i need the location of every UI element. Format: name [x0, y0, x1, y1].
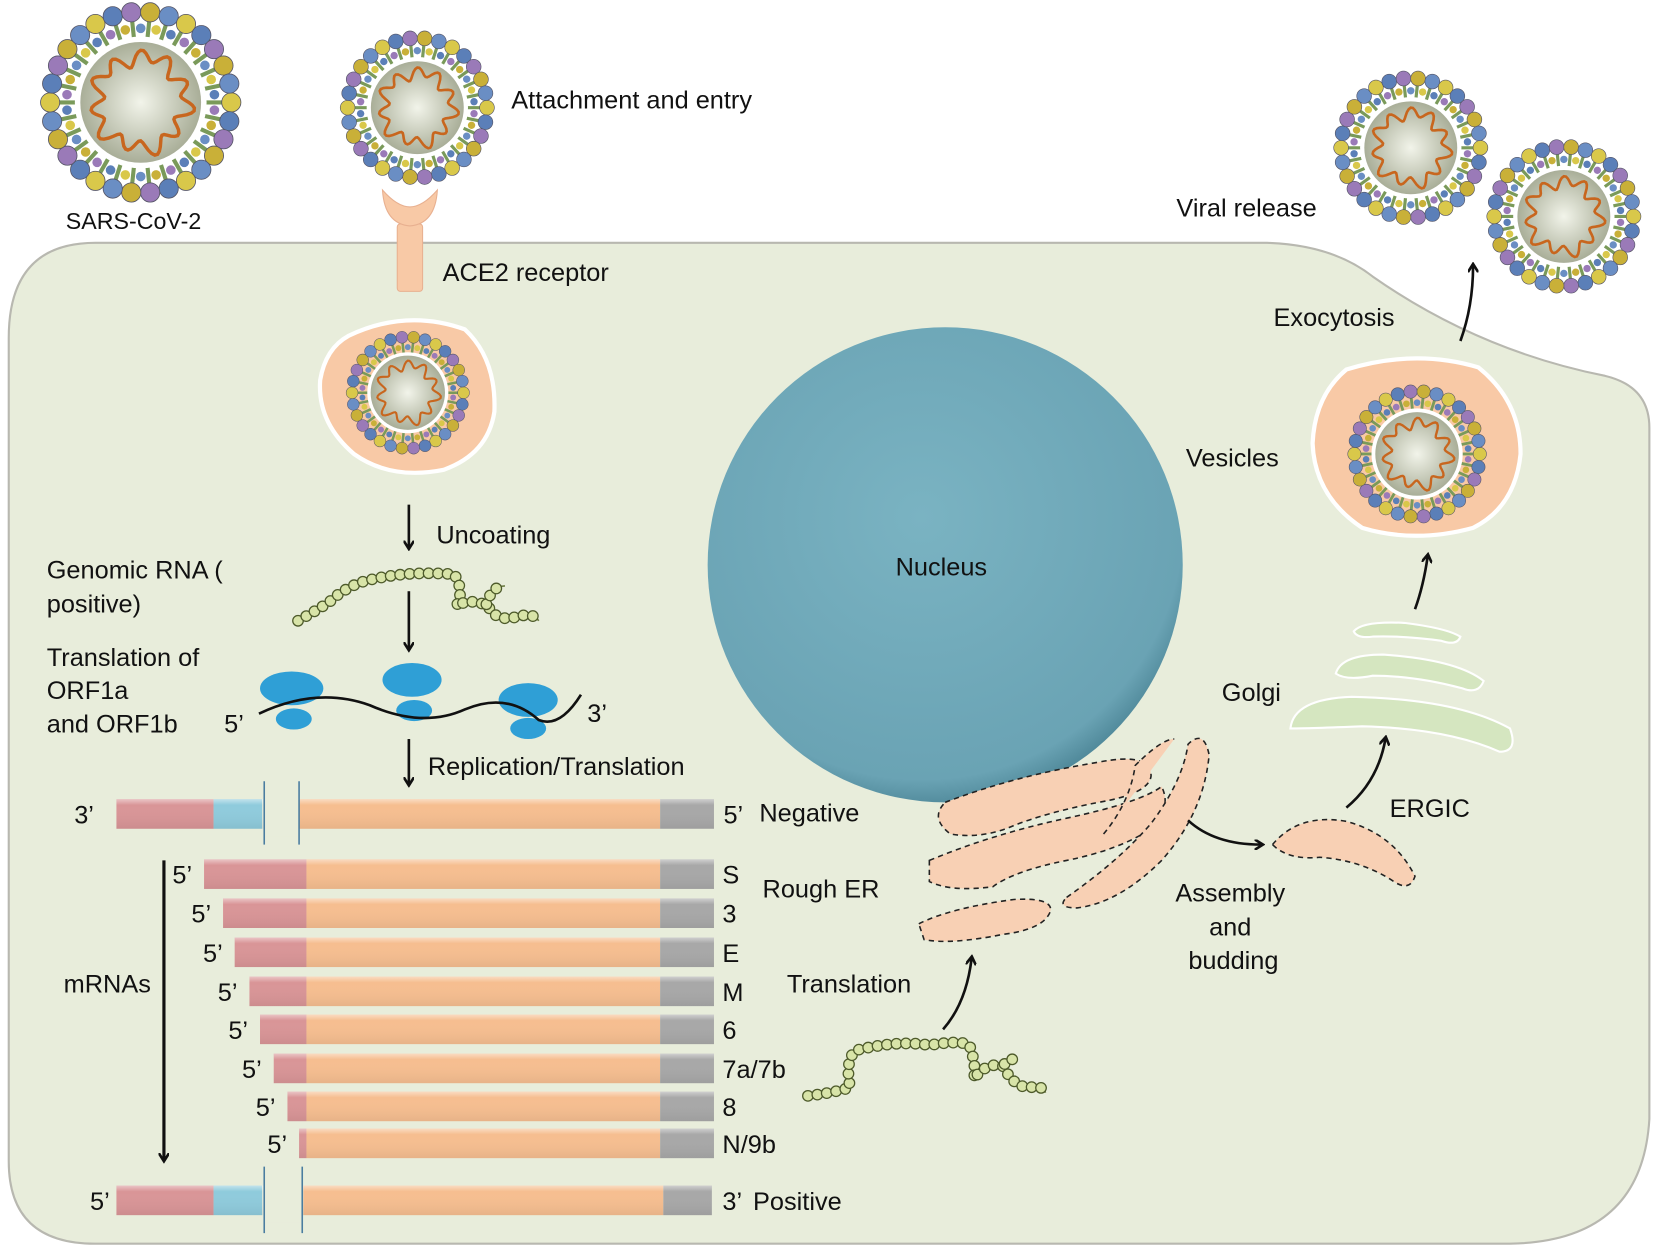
mrna-row: 5’ 8 [256, 1091, 737, 1122]
packaged-virion [1346, 383, 1488, 525]
mrna-5prime: 5’ [191, 901, 211, 929]
mrna-5prime: 5’ [172, 862, 192, 890]
translated-rna [802, 1036, 1047, 1102]
ergic [1271, 818, 1416, 887]
nucleus-label: Nucleus [896, 553, 988, 581]
genomic-rna [292, 567, 540, 627]
positive-label: Positive [753, 1188, 842, 1216]
mrna-5prime: 5’ [267, 1131, 287, 1159]
translation-to-er-arrow [942, 959, 972, 1031]
negative-5prime: 5’ [723, 801, 743, 829]
positive-5prime: 5’ [90, 1188, 110, 1216]
mrna-row: 5’ 6 [228, 1014, 737, 1045]
rough-er-label: Rough ER [763, 875, 880, 903]
vesicles-label: Vesicles [1186, 445, 1279, 473]
translation-orf-label-1: Translation of [47, 644, 200, 672]
mrna-row: 5’ N/9b [267, 1128, 776, 1159]
uncoating-label: Uncoating [436, 522, 550, 550]
assembly-label-1: Assembly [1175, 880, 1285, 908]
negative-label: Negative [759, 799, 859, 827]
mrna-gene-label: N/9b [722, 1131, 776, 1159]
mrnas-label: mRNAs [64, 970, 151, 998]
viral-release-label: Viral release [1176, 194, 1316, 222]
translation-orf-label-3: and ORF1b [47, 711, 178, 739]
mrna-gene-label: 7a/7b [722, 1056, 785, 1084]
mrna-gene-label: 3 [722, 901, 736, 929]
mrna-strand [258, 693, 583, 723]
ace2-receptor [381, 188, 438, 292]
virus-label: SARS-CoV-2 [66, 208, 202, 234]
ergic-label: ERGIC [1390, 795, 1470, 823]
subgenomic-mrnas: 5’ S 5’ 3 5’ E 5’ M 5’ 6 5’ 7a/7b 5’ 8 5’ N/9b [172, 859, 786, 1159]
exocytosis-arrow [1459, 266, 1473, 342]
translation-label: Translation [787, 970, 911, 998]
golgi [1289, 621, 1514, 753]
mrna-row: 5’ 3 [191, 898, 737, 929]
sars-cov-2-virion [41, 3, 241, 202]
exocytosis-label: Exocytosis [1274, 304, 1395, 332]
rough-er [917, 737, 1210, 943]
negative-3prime: 3’ [74, 801, 94, 829]
genomic-rna-label-2: positive) [47, 590, 141, 618]
nucleus [707, 327, 1183, 803]
replication-label: Replication/Translation [428, 753, 685, 781]
mrna-gene-label: S [722, 862, 739, 890]
receptor-label: ACE2 receptor [443, 259, 610, 287]
ergic-to-golgi-arrow [1345, 739, 1385, 809]
mrna-row: 5’ M [218, 976, 744, 1007]
mrna-5prime: 5’ [203, 940, 223, 968]
negative-strand [116, 781, 714, 845]
positive-strand [116, 1166, 712, 1234]
mrna-row: 5’ 7a/7b [242, 1053, 786, 1084]
mrna-5prime: 5’ [256, 1094, 276, 1122]
positive-3prime: 3’ [722, 1188, 742, 1216]
mrna-row: 5’ E [203, 937, 739, 968]
assembly-label-3: budding [1188, 947, 1278, 975]
translation-orf-label-2: ORF1a [47, 677, 130, 705]
rna-5prime-label: 5’ [224, 711, 244, 739]
attaching-virion [338, 29, 496, 186]
genomic-rna-label-1: Genomic RNA ( [47, 557, 224, 585]
mrna-gene-label: 8 [722, 1094, 736, 1122]
attachment-label: Attachment and entry [511, 87, 752, 115]
mrna-gene-label: E [722, 940, 739, 968]
mrna-5prime: 5’ [218, 979, 238, 1007]
er-to-ergic-arrow [1187, 819, 1261, 844]
mrna-gene-label: M [722, 979, 743, 1007]
mrna-row: 5’ S [172, 859, 739, 890]
mrna-gene-label: 6 [722, 1017, 736, 1045]
rna-3prime-label: 3’ [587, 700, 607, 728]
ribosomes [260, 663, 558, 740]
golgi-to-vesicle-arrow [1413, 556, 1428, 610]
mrna-5prime: 5’ [242, 1056, 262, 1084]
mrna-5prime: 5’ [228, 1017, 248, 1045]
released-virion [1485, 138, 1643, 295]
assembly-label-2: and [1209, 913, 1251, 941]
endocytosed-virion [344, 330, 471, 456]
golgi-label: Golgi [1222, 679, 1281, 707]
released-virion [1332, 69, 1490, 227]
